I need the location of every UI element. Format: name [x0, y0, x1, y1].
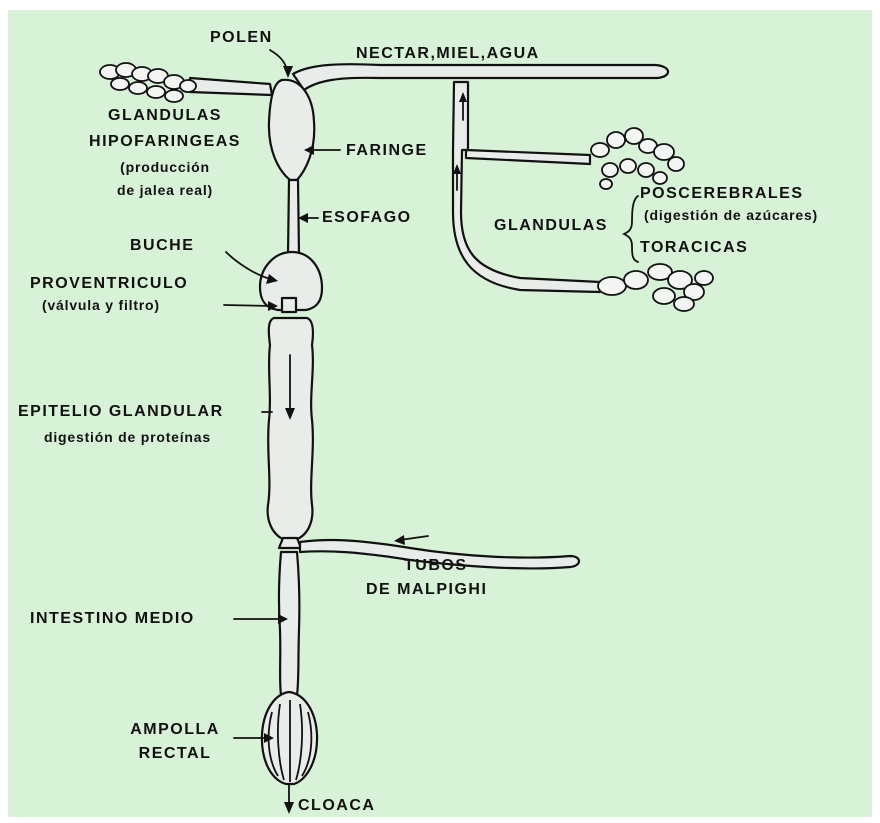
pilorus-junction: [279, 538, 301, 548]
poscerebral-duct: [466, 150, 590, 164]
label-tubos-1: TUBOS: [404, 558, 468, 574]
label-epitelio-2: digestión de proteínas: [44, 430, 211, 444]
hipofaringea-gland: [100, 63, 196, 102]
label-epitelio-1: EPITELIO GLANDULAR: [18, 404, 224, 420]
label-polen: POLEN: [210, 30, 273, 46]
label-proventriculo-1: PROVENTRICULO: [30, 276, 188, 292]
label-ampolla-2: RECTAL: [110, 746, 240, 762]
label-tubos-2: DE MALPIGHI: [366, 582, 487, 598]
label-nectar: NECTAR,MIEL,AGUA: [356, 46, 540, 62]
label-ampolla-1: AMPOLLA: [110, 722, 240, 738]
label-hipofaringeas-4: de jalea real): [80, 183, 250, 197]
proventriculo-pointer: [224, 305, 272, 306]
label-toracicas: TORACICAS: [640, 240, 748, 256]
gland-bracket: [624, 196, 638, 262]
toracica-gland: [598, 264, 713, 311]
label-digestion-azucares: (digestión de azúcares): [644, 208, 818, 222]
label-proventriculo-2: (válvula y filtro): [42, 298, 160, 312]
esofago-organ: [288, 180, 299, 255]
proventriculo-valve: [282, 298, 296, 312]
label-hipofaringeas-2: HIPOFARINGEAS: [70, 134, 260, 150]
nectar-duct: [293, 64, 668, 90]
label-buche: BUCHE: [130, 238, 194, 254]
faringe-organ: [269, 80, 314, 180]
label-hipofaringeas-1: GLANDULAS: [80, 108, 250, 124]
epitelio-organ: [268, 318, 313, 540]
poscerebral-gland: [591, 128, 684, 189]
arrowhead-malpighi: [394, 535, 405, 545]
arrowhead-cloaca: [284, 802, 294, 814]
label-cloaca: CLOACA: [298, 798, 375, 814]
label-hipofaringeas-3: (producción: [80, 160, 250, 174]
label-poscerebrales: POSCEREBRALES: [640, 186, 804, 202]
label-esofago: ESOFAGO: [322, 210, 412, 226]
intestino-organ: [279, 552, 299, 695]
arrowhead-polen: [283, 66, 293, 78]
gland-duct-vertical: [453, 82, 600, 292]
label-faringe: FARINGE: [346, 143, 428, 159]
label-intestino: INTESTINO MEDIO: [30, 611, 195, 627]
label-glandulas: GLANDULAS: [494, 218, 608, 234]
hipofaringea-duct: [190, 78, 272, 95]
